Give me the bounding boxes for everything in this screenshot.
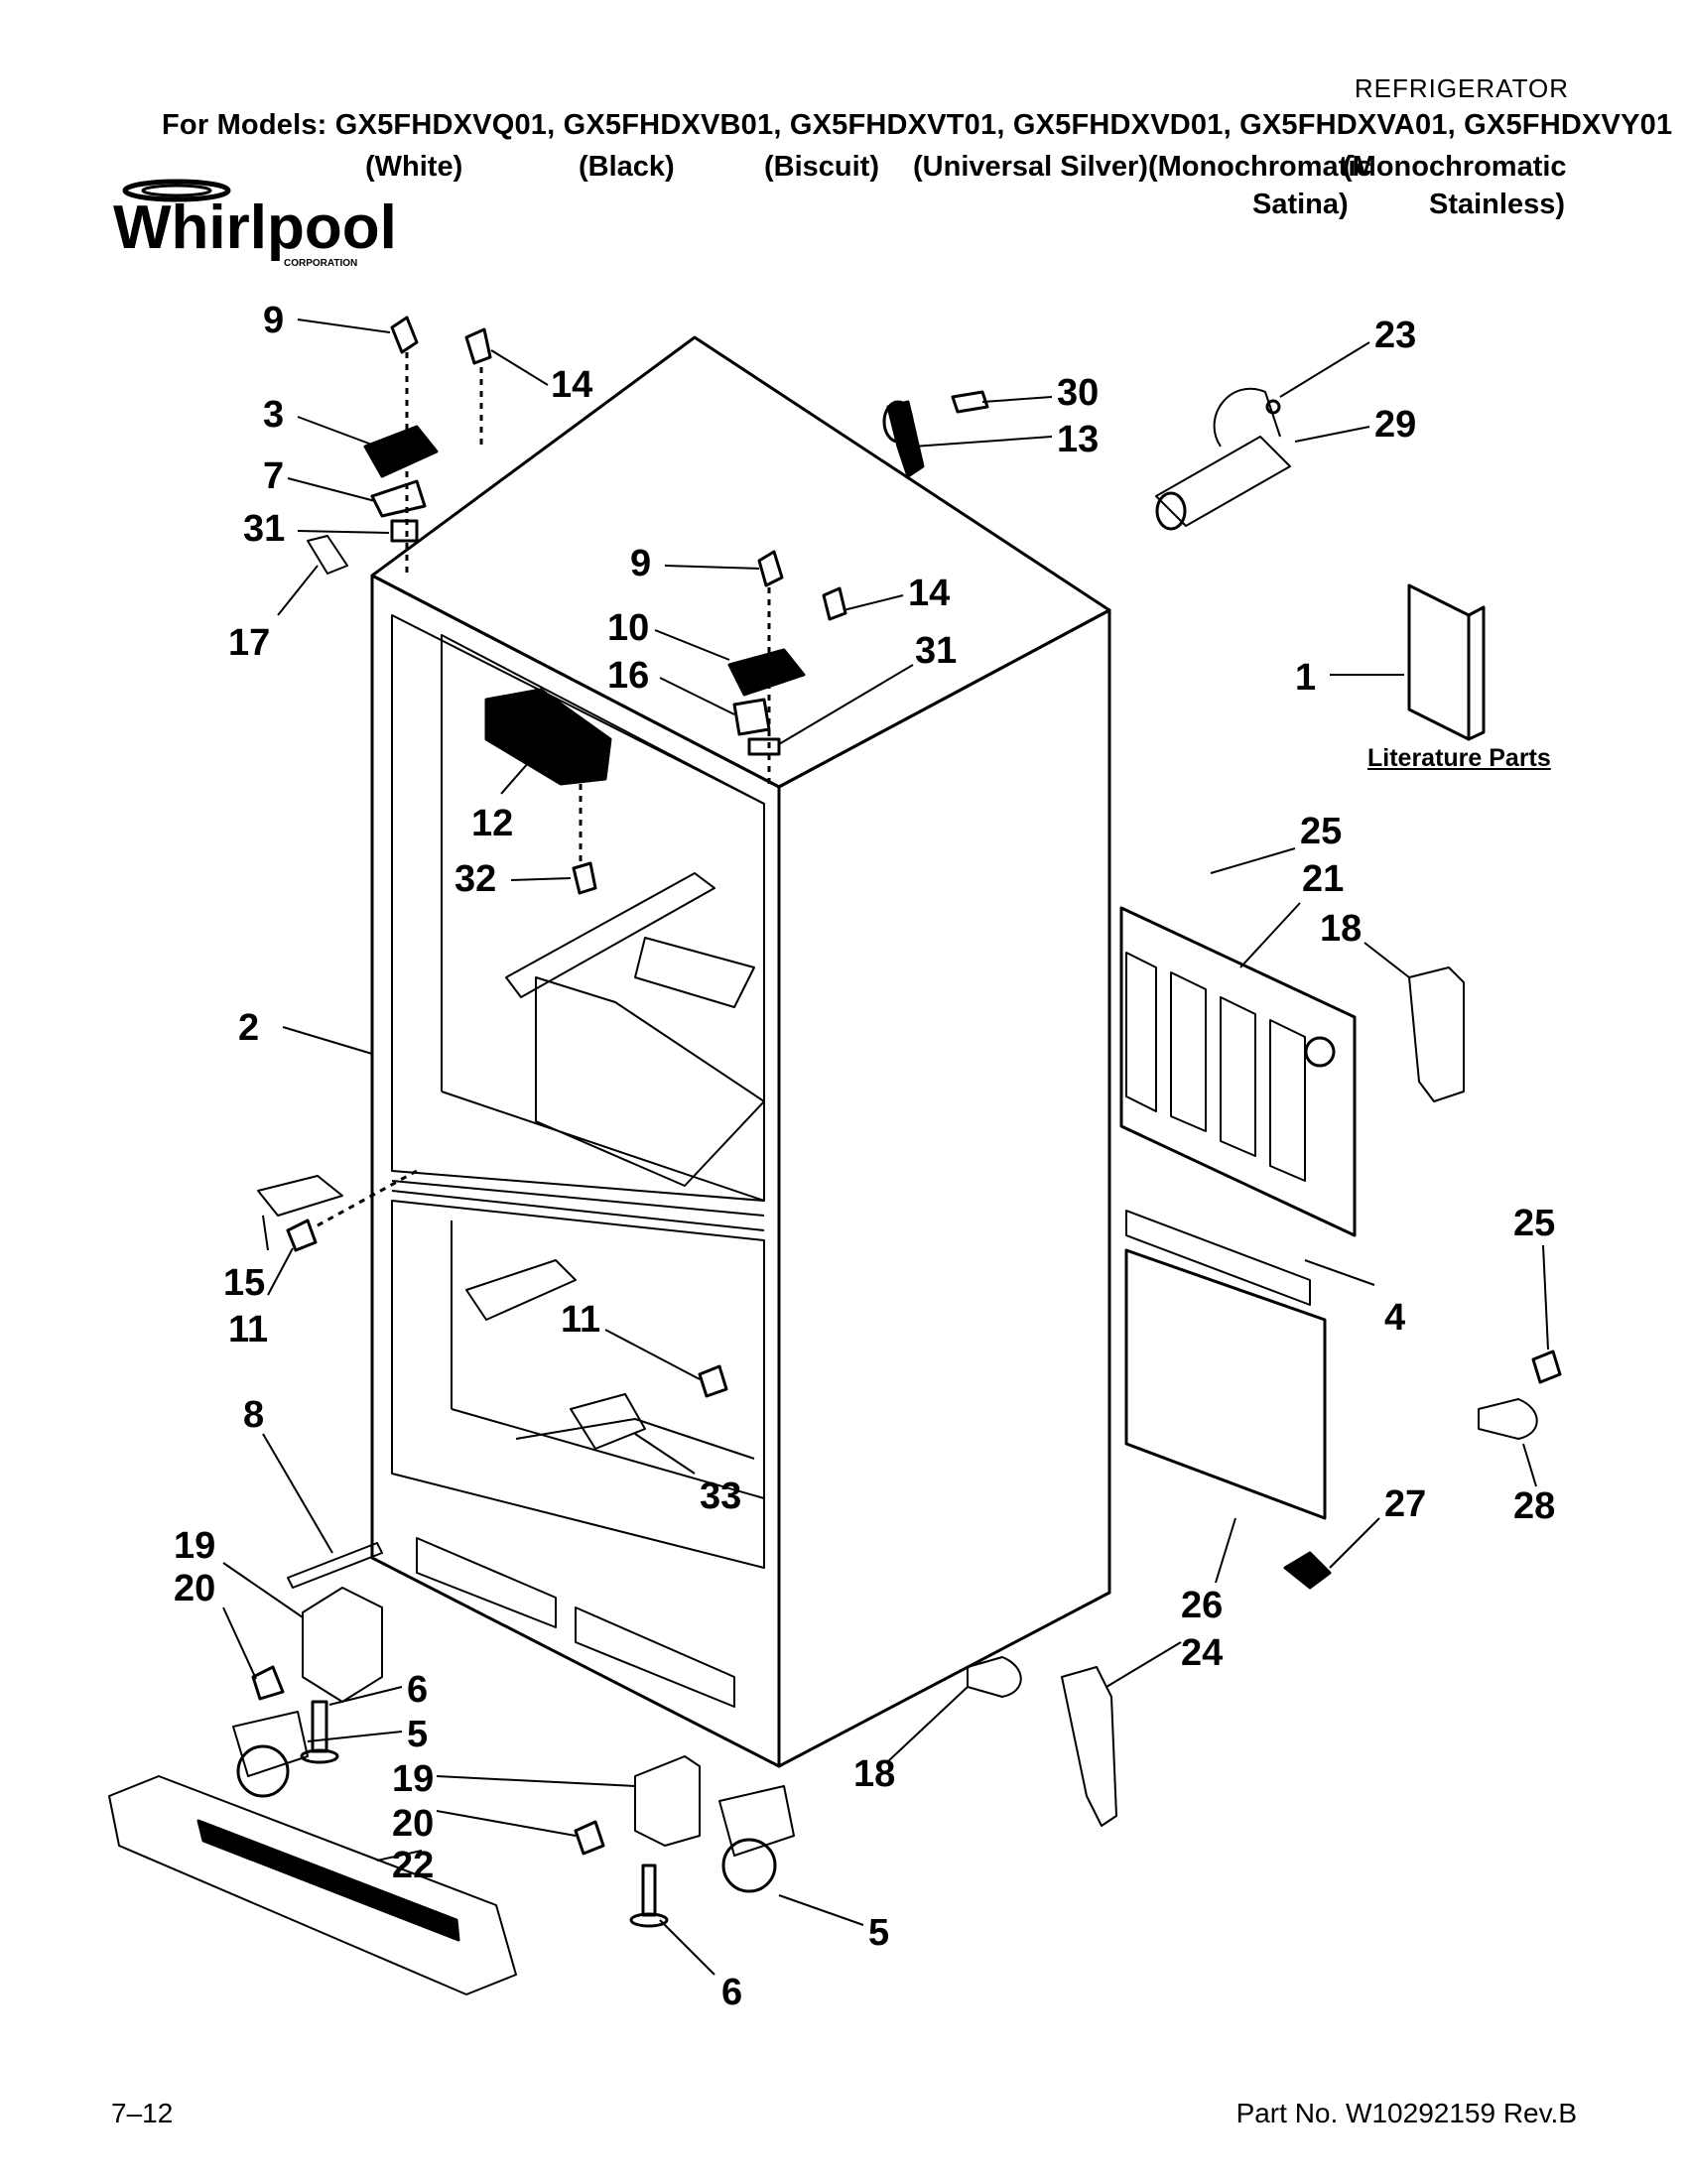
callout-6b: 6 (721, 1972, 742, 2013)
callout-31: 31 (243, 508, 285, 550)
callout-25: 25 (1300, 811, 1342, 852)
callout-18b: 18 (853, 1753, 895, 1795)
callout-19: 19 (174, 1525, 215, 1567)
literature-parts-label: Literature Parts (1367, 744, 1551, 772)
callout-5: 5 (407, 1714, 428, 1755)
leader-lines (222, 319, 1549, 1976)
callout-32: 32 (454, 858, 496, 900)
callout-26: 26 (1181, 1585, 1223, 1626)
callout-4: 4 (1384, 1297, 1405, 1339)
color-monochromatic-stainless: (Monochromatic (1343, 151, 1567, 183)
callout-22: 22 (392, 1845, 434, 1886)
logo-wordmark: Whirlpool (113, 193, 395, 262)
cabinet-front (370, 574, 781, 1768)
callout-1: 1 (1295, 657, 1316, 699)
callout-31b: 31 (915, 630, 957, 672)
callout-21: 21 (1302, 858, 1344, 900)
model-list: For Models: GX5FHDXVQ01, GX5FHDXVB01, GX… (162, 109, 1673, 141)
logo-subtext: CORPORATION (284, 258, 357, 269)
callout-19b: 19 (392, 1758, 434, 1800)
color-universal-silver: (Universal Silver)(Monochromatic (913, 151, 1372, 183)
callout-3: 3 (263, 394, 284, 436)
callout-2: 2 (238, 1007, 259, 1049)
callout-18: 18 (1320, 908, 1362, 950)
callout-30: 30 (1057, 372, 1099, 414)
callout-23: 23 (1374, 315, 1416, 356)
callout-16: 16 (607, 655, 649, 697)
callout-17: 17 (228, 622, 270, 664)
cabinet-side (777, 608, 1111, 1768)
callout-33: 33 (700, 1476, 741, 1517)
color-satina: Satina) (1252, 189, 1349, 220)
whirlpool-logo: Whirlpool CORPORATION (113, 179, 395, 269)
callout-7: 7 (263, 455, 284, 497)
callout-13: 13 (1057, 419, 1099, 460)
callout-12: 12 (471, 803, 513, 844)
callout-8: 8 (243, 1394, 264, 1436)
callout-28: 28 (1513, 1485, 1555, 1527)
color-black: (Black) (579, 151, 675, 183)
callout-24: 24 (1181, 1632, 1223, 1674)
callout-9b: 9 (630, 543, 651, 584)
callout-5b: 5 (868, 1912, 889, 1954)
part-number: Part No. W10292159 Rev.B (1235, 2098, 1577, 2128)
callout-numbers: 9 14 3 7 31 17 30 13 23 29 9 14 10 16 31… (174, 300, 1555, 2013)
callout-20: 20 (174, 1568, 215, 1609)
callout-11: 11 (228, 1309, 268, 1350)
color-white: (White) (365, 151, 463, 183)
callout-20b: 20 (392, 1803, 434, 1845)
document-category: REFRIGERATOR (1354, 73, 1569, 103)
callout-11b: 11 (561, 1299, 600, 1341)
color-biscuit: (Biscuit) (764, 151, 879, 183)
callout-14b: 14 (908, 573, 950, 614)
callout-25b: 25 (1513, 1203, 1555, 1244)
callout-6: 6 (407, 1669, 428, 1711)
callout-9: 9 (263, 300, 284, 341)
callout-14: 14 (551, 364, 592, 406)
color-stainless: Stainless) (1429, 189, 1565, 220)
callout-15: 15 (223, 1262, 265, 1304)
callout-27: 27 (1384, 1483, 1426, 1525)
callout-10: 10 (607, 607, 649, 649)
page-date-code: 7–12 (111, 2098, 174, 2128)
callout-29: 29 (1374, 404, 1416, 446)
